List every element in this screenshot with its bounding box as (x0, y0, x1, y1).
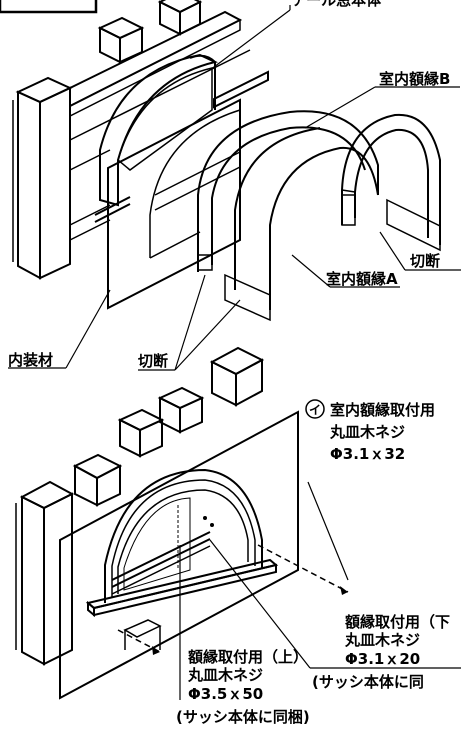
callout-i-spec: Φ3.1ｘ32 (330, 445, 405, 463)
bottom-arched-window (104, 468, 263, 603)
label-sash-body: アール窓本体 (292, 0, 382, 9)
callout-lower-note: (サッシ本体に同 (312, 673, 424, 691)
callout-i-marker: イ (305, 399, 325, 419)
frame-piece-b-top (213, 70, 269, 109)
left-post (12, 76, 73, 280)
wall-frame (69, 10, 251, 241)
label-cut-left: 切断 (138, 352, 168, 370)
bottom-lower-blocks (123, 619, 162, 650)
screw-dashed-lines (117, 544, 349, 655)
sill-board (85, 558, 279, 618)
callout-i-screw: 丸皿木ネジ (329, 423, 405, 441)
callout-i-marker-text: イ (309, 403, 321, 417)
top-leader-lines (8, 5, 461, 371)
bottom-top-blocks (72, 346, 265, 507)
bottom-assembled-view: イ 室内額縁取付用 丸皿木ネジ Φ3.1ｘ32 額縁取付用（下 丸皿木ネジ Φ3… (15, 346, 461, 726)
figure-label-box (0, 0, 98, 14)
interior-frame-a (197, 110, 379, 322)
callout-lower-spec: Φ3.1ｘ20 (345, 650, 420, 668)
label-cut-right: 切断 (410, 252, 440, 270)
bottom-left-post (15, 480, 75, 666)
callout-upper-title: 額縁取付用（上） (187, 648, 308, 666)
label-interior-frame-a: 室内額縁A (326, 270, 398, 288)
label-interior-finish: 内装材 (8, 351, 53, 369)
interior-frame-b (341, 113, 441, 252)
callout-upper-screw: 丸皿木ネジ (187, 666, 263, 684)
top-exploded-view: アール窓本体 室内額縁B 切断 室内額縁A 内装材 切断 (0, 0, 461, 371)
callout-upper-spec: Φ3.5ｘ50 (188, 685, 263, 703)
callout-lower-screw: 丸皿木ネジ (344, 631, 420, 649)
callout-upper-note: (サッシ本体に同梱) (176, 708, 310, 726)
callout-lower-title: 額縁取付用（下 (344, 613, 450, 631)
bottom-leader-lines (179, 481, 461, 700)
interior-finish-panel (107, 98, 241, 310)
bottom-wall-panel (59, 410, 299, 700)
label-interior-frame-b: 室内額縁B (379, 70, 450, 88)
top-blocks (97, 0, 203, 64)
callout-i-title: 室内額縁取付用 (330, 401, 435, 419)
